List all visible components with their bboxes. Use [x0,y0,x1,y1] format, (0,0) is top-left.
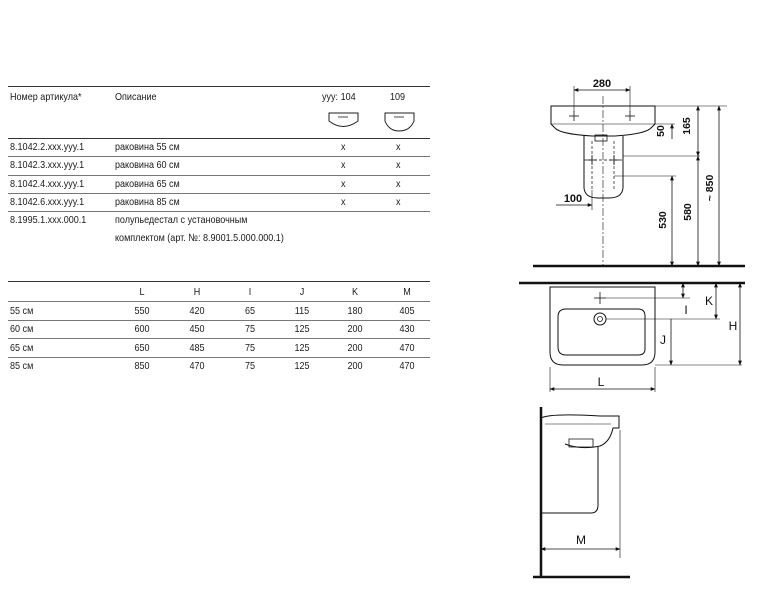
front-basin-outline [550,105,656,137]
dim-h: 420 [189,305,205,317]
top-view [519,281,745,392]
dim-m: 430 [399,323,415,335]
supply-cross-icon [587,155,619,165]
row-rule [8,193,430,194]
dim-165-label: 165 [681,117,693,135]
dim-i: 75 [244,342,256,354]
dim-header-k: K [351,286,359,298]
drain-icon [594,134,608,142]
dim-k: 200 [347,323,363,335]
dim-row-rule [8,357,430,358]
article-description: раковина 55 см [115,141,180,153]
mark-104: x [341,141,346,153]
dim-size: 60 см [10,323,34,335]
article-number: 8.1042.3.xxx.yyy.1 [10,159,85,171]
pipe-hidden-lines [584,141,623,190]
tap-hole-icon [569,111,579,121]
col-header-104: yyy: 104 [322,91,356,103]
dim-j: 125 [294,323,310,335]
dim-k: 180 [347,305,363,317]
dim-l: 650 [134,342,150,354]
dim-header-l: L [139,286,145,298]
dim-j: 125 [294,360,310,372]
dim-i: 75 [244,323,256,335]
dim-k: 200 [347,360,363,372]
col-header-description: Описание [115,91,157,103]
mark-104: x [341,159,346,171]
table-top-rule [8,86,430,87]
col-header-article: Номер артикула* [10,91,82,103]
dim-h-label: H [729,319,738,333]
tap-hole-icon [625,111,635,121]
dim-l: 850 [134,360,150,372]
dim-h: 470 [189,360,205,372]
dim-h: 485 [189,342,205,354]
dim-i: 65 [244,305,256,317]
dim-m-label: M [576,533,586,547]
pedestal-article: 8.1995.1.xxx.000.1 [10,214,87,226]
dim-header-m: M [403,286,411,298]
article-number: 8.1042.2.xxx.yyy.1 [10,141,85,153]
dim-j: 115 [294,305,310,317]
dim-i-label: I [684,303,687,317]
table-header-rule [8,138,430,139]
pedestal-outline [583,136,624,199]
front-view [533,86,745,268]
dim-k: 200 [347,342,363,354]
dim-h: 450 [189,323,205,335]
pedestal-desc-line2: комплектом (арт. №: 8.9001.5.000.000.1) [115,232,284,244]
row-rule [8,175,430,176]
dim-header-i: I [248,286,252,298]
dim-k-label: K [705,294,713,308]
mark-104: x [341,178,346,190]
dim-size: 55 см [10,305,34,317]
dim-table-top-rule [8,281,430,282]
dim-header-j: J [299,286,305,298]
dim-i: 75 [244,360,256,372]
mark-104: x [341,196,346,208]
row-rule [8,211,430,212]
side-basin-outline [540,414,620,449]
dim-l-label: L [598,375,605,389]
dim-50-label: 50 [655,125,667,137]
top-bowl-outline [557,308,646,356]
dim-row-rule [8,338,430,339]
top-basin-outline [549,286,656,366]
article-description: раковина 85 см [115,196,180,208]
dim-j: 125 [294,342,310,354]
side-view [533,407,630,579]
dim-j-label: J [660,333,666,347]
dim-l: 600 [134,323,150,335]
dim-size: 85 см [10,360,34,372]
drain-icon [568,438,594,448]
tap-hole-icon [594,292,606,304]
dim-m: 470 [399,342,415,354]
article-description: раковина 65 см [115,178,180,190]
dim-100-label: 100 [564,193,582,205]
article-number: 8.1042.6.xxx.yyy.1 [10,196,85,208]
row-rule [8,156,430,157]
dim-280-label: 280 [593,78,611,90]
dim-size: 65 см [10,342,34,354]
side-pedestal-outline [541,447,599,514]
dim-header-h: H [193,286,201,298]
col-header-109: 109 [390,91,406,103]
dim-580-label: 580 [682,203,694,221]
mark-109: x [396,196,401,208]
dim-header-rule [8,301,430,302]
dim-l: 550 [134,305,150,317]
dim-m: 405 [399,305,415,317]
dim-m: 470 [399,360,415,372]
article-number: 8.1042.4.xxx.yyy.1 [10,178,85,190]
mark-109: x [396,159,401,171]
dim-530-label: 530 [657,211,669,229]
article-description: раковина 60 см [115,159,180,171]
pedestal-desc-line1: полупьедестал с установочным [115,214,248,226]
dim-row-rule [8,320,430,321]
dim-850-label: ~ 850 [704,175,716,202]
mark-109: x [396,178,401,190]
mark-109: x [396,141,401,153]
drain-icon [593,312,607,326]
